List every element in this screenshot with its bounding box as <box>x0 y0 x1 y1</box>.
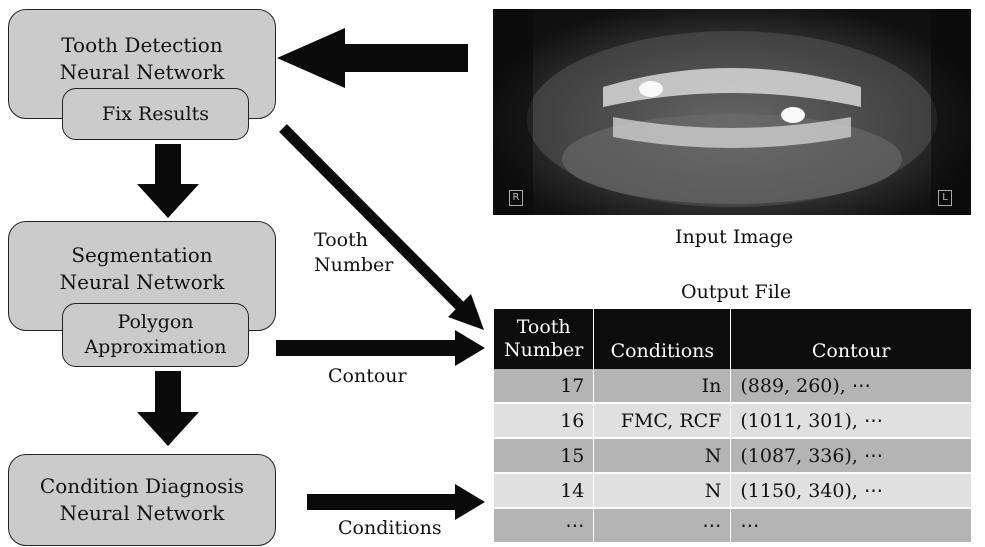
polygon-approximation-line-2: Approximation <box>84 335 226 360</box>
condition-diagnosis-line-2: Neural Network <box>60 500 225 527</box>
xray-rendering <box>493 9 971 215</box>
cell-conditions: FMC, RCF <box>594 403 731 438</box>
conditions-label: Conditions <box>338 516 442 541</box>
cell-contour: (889, 260), ⋯ <box>731 369 971 403</box>
crown-filling-upper <box>639 81 663 97</box>
segmentation-line-2: Neural Network <box>60 269 225 296</box>
left-side-marker: L <box>938 190 952 206</box>
arrow-segmentation-to-diagnosis <box>137 371 199 446</box>
contour-label: Contour <box>328 364 407 389</box>
crown-filling-lower <box>781 107 805 123</box>
tooth-number-label-line-2: Number <box>314 253 393 278</box>
output-file-title: Output File <box>681 280 791 305</box>
arrow-tooth-number-line <box>283 128 460 306</box>
cell-contour: (1150, 340), ⋯ <box>731 473 971 508</box>
header-tooth-number: Tooth Number <box>494 309 594 369</box>
cell-tooth-number: 17 <box>494 369 594 403</box>
table-row: 14 N (1150, 340), ⋯ <box>494 473 971 508</box>
arrow-input-to-detection <box>277 28 468 88</box>
header-tooth-number-line-1: Tooth <box>504 316 583 339</box>
condition-diagnosis-line-1: Condition Diagnosis <box>40 473 244 500</box>
arrow-detection-to-segmentation <box>137 144 199 218</box>
spine-shadow-left <box>493 9 533 215</box>
header-contour: Contour <box>731 309 971 369</box>
cell-contour: (1087, 336), ⋯ <box>731 438 971 473</box>
table-row: 15 N (1087, 336), ⋯ <box>494 438 971 473</box>
cell-contour: (1011, 301), ⋯ <box>731 403 971 438</box>
cell-conditions: N <box>594 473 731 508</box>
fix-results-box: Fix Results <box>62 88 249 140</box>
header-tooth-number-line-2: Number <box>504 339 583 362</box>
output-file-table: Tooth Number Conditions Contour 17 In (8… <box>494 309 971 544</box>
cell-tooth-number: ⋯ <box>494 508 594 543</box>
panoramic-xray-image: R L <box>493 9 971 215</box>
table-row: 17 In (889, 260), ⋯ <box>494 369 971 403</box>
table-header-row: Tooth Number Conditions Contour <box>494 309 971 369</box>
cell-contour: ⋯ <box>731 508 971 543</box>
polygon-approximation-box: Polygon Approximation <box>62 303 249 367</box>
cell-tooth-number: 14 <box>494 473 594 508</box>
polygon-approximation-line-1: Polygon <box>117 310 193 335</box>
segmentation-line-1: Segmentation <box>71 242 212 269</box>
cell-conditions: ⋯ <box>594 508 731 543</box>
cell-tooth-number: 15 <box>494 438 594 473</box>
tooth-detection-line-1: Tooth Detection <box>61 32 222 59</box>
tooth-detection-line-2: Neural Network <box>60 59 225 86</box>
header-conditions: Conditions <box>594 309 731 369</box>
cell-conditions: In <box>594 369 731 403</box>
tooth-number-label-line-1: Tooth <box>314 228 393 253</box>
fix-results-label: Fix Results <box>102 102 209 127</box>
cell-conditions: N <box>594 438 731 473</box>
tooth-number-label: Tooth Number <box>314 228 393 278</box>
table-row: 16 FMC, RCF (1011, 301), ⋯ <box>494 403 971 438</box>
right-side-marker: R <box>509 190 523 206</box>
spine-shadow-right <box>931 9 971 215</box>
table-row: ⋯ ⋯ ⋯ <box>494 508 971 543</box>
condition-diagnosis-box: Condition Diagnosis Neural Network <box>8 454 276 546</box>
arrow-contour <box>276 330 485 366</box>
arrow-conditions <box>307 484 485 520</box>
input-image-caption: Input Image <box>675 225 793 250</box>
cell-tooth-number: 16 <box>494 403 594 438</box>
